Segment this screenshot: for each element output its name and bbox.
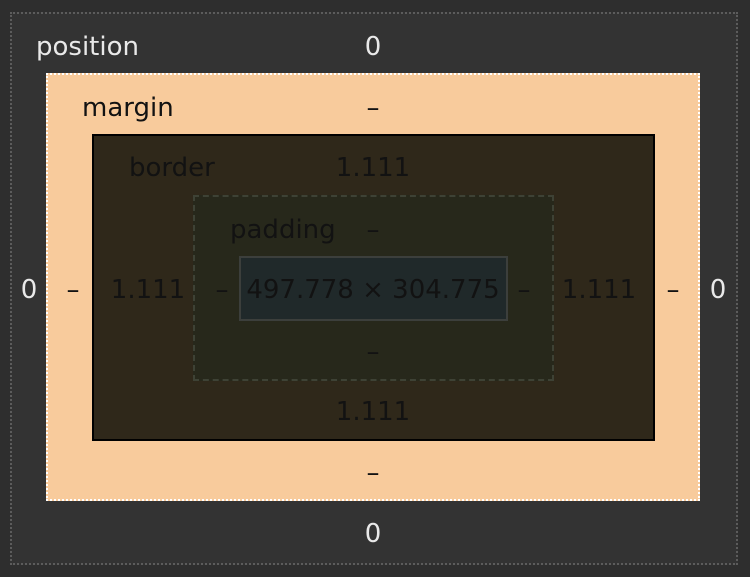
- border-label: border: [129, 153, 215, 183]
- padding-bottom-value[interactable]: –: [366, 337, 380, 367]
- position-right-value[interactable]: 0: [709, 275, 727, 305]
- padding-left-value[interactable]: –: [215, 275, 229, 305]
- position-bottom-value[interactable]: 0: [364, 519, 382, 549]
- position-label: position: [36, 32, 139, 62]
- margin-label: margin: [82, 93, 174, 123]
- margin-left-value[interactable]: –: [66, 275, 80, 305]
- padding-right-value[interactable]: –: [517, 275, 531, 305]
- position-left-value[interactable]: 0: [20, 275, 38, 305]
- margin-top-value[interactable]: –: [366, 93, 380, 123]
- border-top-value[interactable]: 1.111: [335, 153, 411, 183]
- margin-right-value[interactable]: –: [666, 275, 680, 305]
- position-top-value[interactable]: 0: [364, 32, 382, 62]
- padding-top-value[interactable]: –: [366, 215, 380, 245]
- margin-bottom-value[interactable]: –: [366, 458, 380, 488]
- border-left-value[interactable]: 1.111: [110, 275, 186, 305]
- border-bottom-value[interactable]: 1.111: [335, 397, 411, 427]
- border-right-value[interactable]: 1.111: [561, 275, 637, 305]
- padding-label: padding: [230, 215, 336, 245]
- content-size[interactable]: 497.778 × 304.775: [246, 275, 500, 305]
- content-box[interactable]: [239, 256, 508, 321]
